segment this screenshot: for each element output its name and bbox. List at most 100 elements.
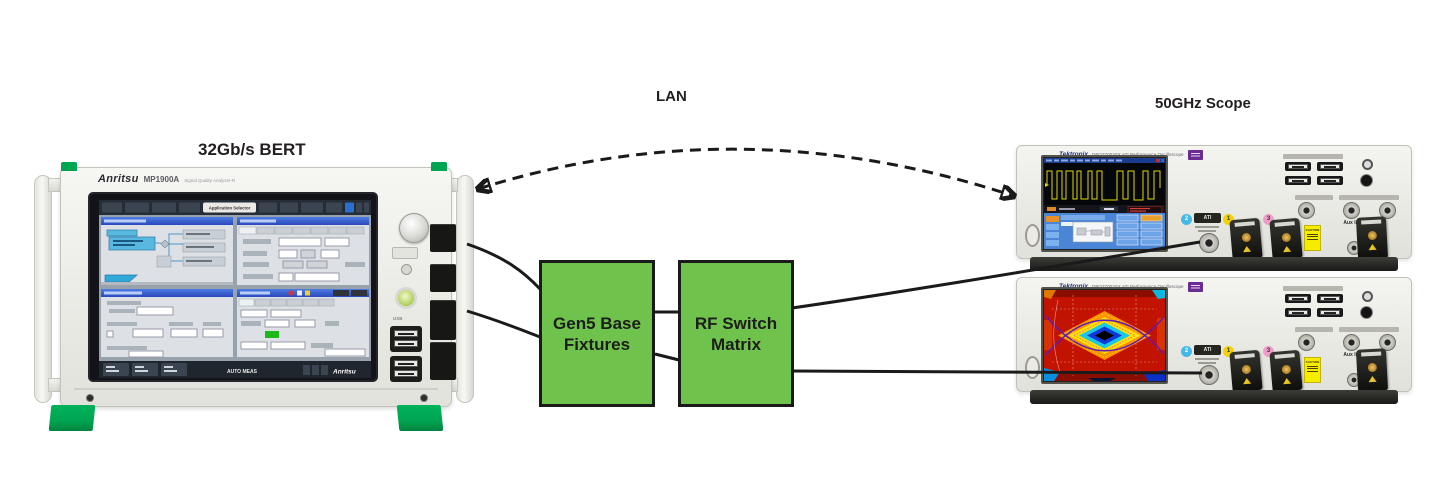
bert-output-connector-3 <box>430 300 456 340</box>
scope-usb-port <box>1285 162 1311 171</box>
scope-aux-jack-icon <box>1360 306 1373 319</box>
bert-panel-clock-diagram <box>101 217 233 285</box>
bert-model-number: MP1900A <box>143 175 180 184</box>
lan-link-arrow <box>478 147 1014 196</box>
error-indicator-icon <box>288 290 294 296</box>
yellow-waveform-trace <box>1046 170 1161 201</box>
bert-panel-output-settings <box>237 217 369 285</box>
aux-probe-module <box>1355 348 1389 392</box>
scope-usb-port <box>1285 294 1311 303</box>
caution-sticker: CAUTION <box>1304 225 1321 251</box>
on-indicator <box>265 331 279 338</box>
aux-in-label: Aux In <box>1343 352 1359 358</box>
positive-input-connector <box>1343 334 1360 351</box>
scope-usb-port <box>1317 294 1343 303</box>
ati-input-connector <box>1199 233 1219 253</box>
cable-fixtures-to-switch-bottom <box>654 352 680 362</box>
channel-3-probe-module <box>1269 349 1303 393</box>
scope-top-base <box>1030 257 1398 271</box>
channel-1-badge: 1 <box>1223 346 1234 357</box>
help-icon <box>345 202 354 213</box>
bert-left-handle <box>34 175 52 403</box>
scope-aux-jack-icon <box>1360 174 1373 187</box>
channel-2-badge: 2 <box>1181 214 1192 225</box>
bert-output-connector-2 <box>430 264 456 292</box>
bert-usb-ports-bottom <box>390 356 422 382</box>
negative-input-connector <box>1379 202 1396 219</box>
channel-3-badge: 3 <box>1263 346 1274 357</box>
bert-rotary-knob <box>399 213 429 243</box>
bert-screen-bezel: Application Selector <box>88 192 378 382</box>
bert-instrument: Anritsu MP1900A Signal Quality Analyzer-… <box>34 161 478 433</box>
scope-power-button <box>1025 224 1040 247</box>
scope-screen-eye-diagram <box>1041 287 1168 384</box>
scope-power-button <box>1025 356 1040 379</box>
anritsu-logo: Anritsu <box>98 173 139 185</box>
bert-small-button <box>401 264 412 275</box>
scope-usb-port <box>1317 176 1343 185</box>
eye-center <box>1095 330 1114 341</box>
bert-accent-left <box>61 162 77 171</box>
dc-probe-connector <box>1298 334 1315 351</box>
scope-audio-jack-icon <box>1362 291 1373 302</box>
gen5-base-fixtures-box: Gen5 Base Fixtures <box>539 260 655 407</box>
bert-title-label: 32Gb/s BERT <box>198 140 306 159</box>
ati-input-label: ATI <box>1194 213 1221 223</box>
bert-status-bar: AUTO MEAS Anritsu <box>99 361 371 378</box>
waveform-display <box>1044 158 1165 249</box>
bandwidth-badge-icon <box>1187 281 1203 292</box>
bert-foot-right <box>396 405 444 431</box>
scope-bottom: Tektronix DPO77002SX ATI Performance Osc… <box>1016 277 1412 393</box>
eye-diagram-display <box>1044 290 1165 381</box>
bert-panel-measurement <box>237 289 369 357</box>
bert-output-connector-4 <box>430 342 456 380</box>
bert-panel-noise-generation <box>101 289 233 358</box>
bert-app-selector-button: Application Selector <box>209 206 251 211</box>
bert-ground-jack-left <box>86 394 94 402</box>
scope-usb-port <box>1317 162 1343 171</box>
channel-3-badge: 3 <box>1263 214 1274 225</box>
scope-usb-port <box>1317 308 1343 317</box>
eye-mask-curves <box>1045 315 1164 356</box>
bert-function-key <box>392 247 418 259</box>
channel-1-badge: 1 <box>1223 214 1234 225</box>
scope-title-label: 50GHz Scope <box>1155 95 1251 112</box>
channel-1-probe-module <box>1229 349 1263 393</box>
scope-top: Tektronix DPO77002SX ATI Performance Osc… <box>1016 145 1412 261</box>
channel-2-badge: 2 <box>1181 346 1192 357</box>
scope-usb-port <box>1285 176 1311 185</box>
bert-screen-brand: Anritsu <box>332 369 356 376</box>
scope-usb-port <box>1285 308 1311 317</box>
bert-model-description: Signal Quality Analyzer-R <box>184 178 236 183</box>
negative-input-connector <box>1379 334 1396 351</box>
bert-power-button <box>395 287 417 309</box>
bert-branding: Anritsu MP1900A Signal Quality Analyzer-… <box>98 173 235 187</box>
dc-probe-connector <box>1298 202 1315 219</box>
bert-usb-label: USB <box>393 316 403 321</box>
bert-output-connector-1 <box>430 224 456 252</box>
ati-input-connector <box>1199 365 1219 385</box>
scope-screen-waveform <box>1041 155 1168 252</box>
aux-probe-module <box>1355 216 1389 260</box>
bert-foot-left <box>48 405 96 431</box>
positive-input-connector <box>1343 202 1360 219</box>
aux-in-label: Aux In <box>1343 220 1359 226</box>
channel-3-probe-module <box>1269 217 1303 261</box>
lan-label: LAN <box>656 88 687 105</box>
scope-branding: Tektronix DPO77002SX ATI Performance Osc… <box>1059 149 1203 160</box>
scope-audio-jack-icon <box>1362 159 1373 170</box>
bert-usb-ports-top <box>390 326 422 352</box>
caution-sticker: CAUTION <box>1304 357 1321 383</box>
bert-screen: Application Selector <box>99 200 371 378</box>
bert-status-text: AUTO MEAS <box>227 369 258 375</box>
bandwidth-badge-icon <box>1187 149 1203 160</box>
bert-ground-jack-right <box>420 394 428 402</box>
rf-switch-matrix-box: RF Switch Matrix <box>678 260 794 407</box>
scope-model-text: DPO77002SX ATI Performance Oscilloscope <box>1092 152 1184 157</box>
tektronix-logo: Tektronix <box>1059 151 1088 158</box>
ati-input-label: ATI <box>1194 345 1221 355</box>
bert-right-handle <box>456 175 474 403</box>
channel-1-probe-module <box>1229 217 1263 261</box>
bert-accent-right <box>431 162 447 171</box>
